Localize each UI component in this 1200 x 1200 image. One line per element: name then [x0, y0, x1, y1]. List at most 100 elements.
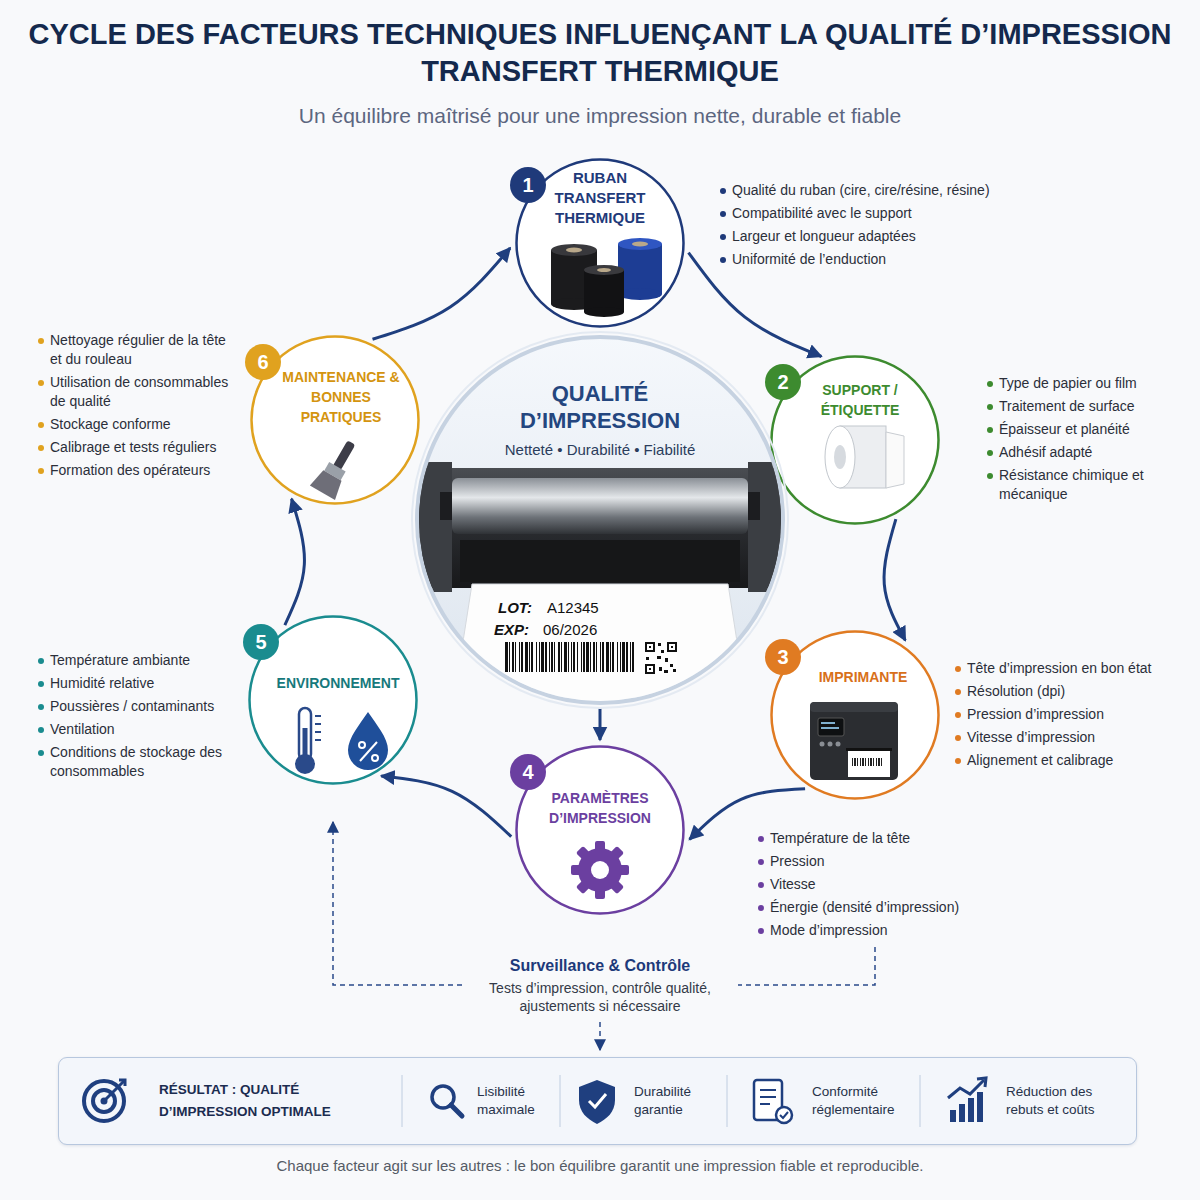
factor-heading: MAINTENANCE & BONNES PRATIQUES: [282, 367, 400, 427]
factor-heading: RUBAN TRANSFERT THERMIQUE: [543, 168, 658, 228]
thermometer-icon: [295, 708, 321, 774]
bullet-dot: [38, 704, 44, 710]
printer-mechanism-illustration: [418, 462, 452, 592]
result-heading: RÉSULTAT : QUALITÉ D’IMPRESSION OPTIMALE: [159, 1079, 394, 1123]
printer-mechanism-illustration: [664, 670, 668, 673]
printer-mechanism-illustration: [645, 664, 655, 674]
center-subtitle: Netteté • Durabilité • Fiabilité: [435, 440, 765, 459]
bullet-text: Uniformité de l’enduction: [732, 250, 1065, 269]
result-separator: [402, 1075, 920, 1127]
bullet-text: Vitesse d’impression: [967, 728, 1187, 747]
bullet-item: Poussières / contaminants: [38, 697, 235, 716]
bullet-text: Largeur et longueur adaptées: [732, 227, 1065, 246]
monitoring-heading: Surveillance & Contrôle: [400, 956, 800, 976]
bullet-item: Vitesse d’impression: [955, 728, 1187, 747]
bullet-dot: [720, 234, 726, 240]
document-icon: [760, 1090, 776, 1104]
printer-mechanism-illustration: [659, 667, 662, 671]
bullet-item: Vitesse: [758, 875, 990, 894]
bullet-dot: [758, 905, 764, 911]
bullet-text: Résistance chimique et mécanique: [999, 466, 1185, 504]
monitoring-heading-box: Surveillance & Contrôle: [400, 956, 800, 976]
bullet-text: Utilisation de consommables de qualité: [50, 373, 238, 411]
badge-disc: [765, 364, 801, 400]
bullet-item: Qualité du ruban (cire, cire/résine, rés…: [720, 181, 1065, 200]
gear-icon: [591, 861, 609, 879]
monitoring-dashed-line: [738, 947, 875, 985]
bullet-text: Conditions de stockage des consommables: [50, 743, 235, 781]
printer-mechanism-illustration: [661, 650, 664, 653]
caption: Chaque facteur agit sur les autres : le …: [40, 1156, 1160, 1176]
printer-icon: [810, 702, 898, 780]
bullet-item: Ventilation: [38, 720, 235, 739]
bullet-text: Alignement et calibrage: [967, 751, 1187, 770]
printer-icon: [810, 702, 898, 780]
badge-disc: [245, 344, 281, 380]
badge-box: 5: [243, 624, 279, 660]
humidity-drop-icon: [360, 742, 377, 761]
factor-circle: 5ENVIRONNEMENT: [248, 615, 418, 785]
chart-icon: [977, 1078, 986, 1087]
printer-icon: [821, 727, 839, 729]
callout-number: 1: [522, 174, 533, 196]
label-field: LOT:: [498, 599, 546, 617]
flow-arrow: [884, 519, 905, 640]
badge-box: 2: [765, 364, 801, 400]
benefit-box: Réduction des rebuts et coûts: [1006, 1083, 1118, 1119]
callout-number: 6: [257, 351, 268, 373]
chart-icon: [968, 1098, 974, 1122]
thermometer-icon: [295, 754, 315, 774]
bullet-dot: [758, 882, 764, 888]
badge-disc: [765, 639, 801, 675]
benefit-text: Conformité réglementaire: [812, 1083, 912, 1119]
bullet-item: Largeur et longueur adaptées: [720, 227, 1065, 246]
bullet-dot: [38, 338, 44, 344]
heading-box: IMPRIMANTE: [788, 667, 938, 687]
bullet-text: Température ambiante: [50, 651, 235, 670]
printer-mechanism-illustration: [649, 668, 651, 670]
bullet-text: Traitement de surface: [999, 397, 1185, 416]
target-icon: [104, 1081, 124, 1101]
document-icon: [780, 1112, 788, 1118]
bullet-dot: [987, 427, 993, 433]
label-field-box: LOT:: [498, 599, 546, 617]
benefit-box: Durabilité garantie: [634, 1083, 719, 1119]
chart-icon: [948, 1080, 984, 1098]
chart-icon: [959, 1104, 965, 1122]
printer-mechanism-illustration: [673, 669, 676, 672]
bullet-item: Résistance chimique et mécanique: [987, 466, 1185, 504]
bullet-item: Type de papier ou film: [987, 374, 1185, 393]
bullet-item: Formation des opérateurs: [38, 461, 238, 480]
heading-box: RUBAN TRANSFERT THERMIQUE: [543, 168, 658, 228]
target-icon: [84, 1081, 124, 1121]
bullet-item: Température de la tête: [758, 829, 990, 848]
bullet-item: Uniformité de l’enduction: [720, 250, 1065, 269]
bullet-item: Humidité relative: [38, 674, 235, 693]
bullet-item: Compatibilité avec le support: [720, 204, 1065, 223]
printer-mechanism-illustration: [647, 644, 653, 650]
factor-heading: IMPRIMANTE: [788, 667, 938, 687]
ribbon-rolls-icon: [584, 270, 624, 312]
printer-icon: [852, 758, 884, 766]
callout-number: 5: [255, 631, 266, 653]
label-field-box: EXP:: [494, 621, 542, 639]
factor-heading: ENVIRONNEMENT: [263, 673, 413, 693]
heading-box: PARAMÈTRES D’IMPRESSION: [530, 788, 670, 828]
bullet-item: Utilisation de consommables de qualité: [38, 373, 238, 411]
bullet-dot: [38, 468, 44, 474]
label-value: 06/2026: [543, 621, 633, 639]
label-value-box: A12345: [547, 599, 637, 617]
bullet-dot: [720, 211, 726, 217]
badge-disc: [510, 167, 546, 203]
ribbon-rolls-icon: [584, 307, 624, 317]
printer-mechanism-illustration: [671, 646, 673, 648]
heading-box: MAINTENANCE & BONNES PRATIQUES: [282, 367, 400, 427]
bullet-text: Qualité du ruban (cire, cire/résine, rés…: [732, 181, 1065, 200]
center-heading: QUALITÉ D’IMPRESSION: [480, 380, 720, 434]
result-heading-box: RÉSULTAT : QUALITÉ D’IMPRESSION OPTIMALE: [159, 1079, 394, 1123]
document-icon: [776, 1107, 792, 1123]
printer-icon: [810, 702, 898, 712]
title: CYCLE DES FACTEURS TECHNIQUES INFLUENÇAN…: [20, 16, 1180, 90]
shield-icon: [579, 1080, 615, 1124]
benefit-text: Durabilité garantie: [634, 1083, 719, 1119]
